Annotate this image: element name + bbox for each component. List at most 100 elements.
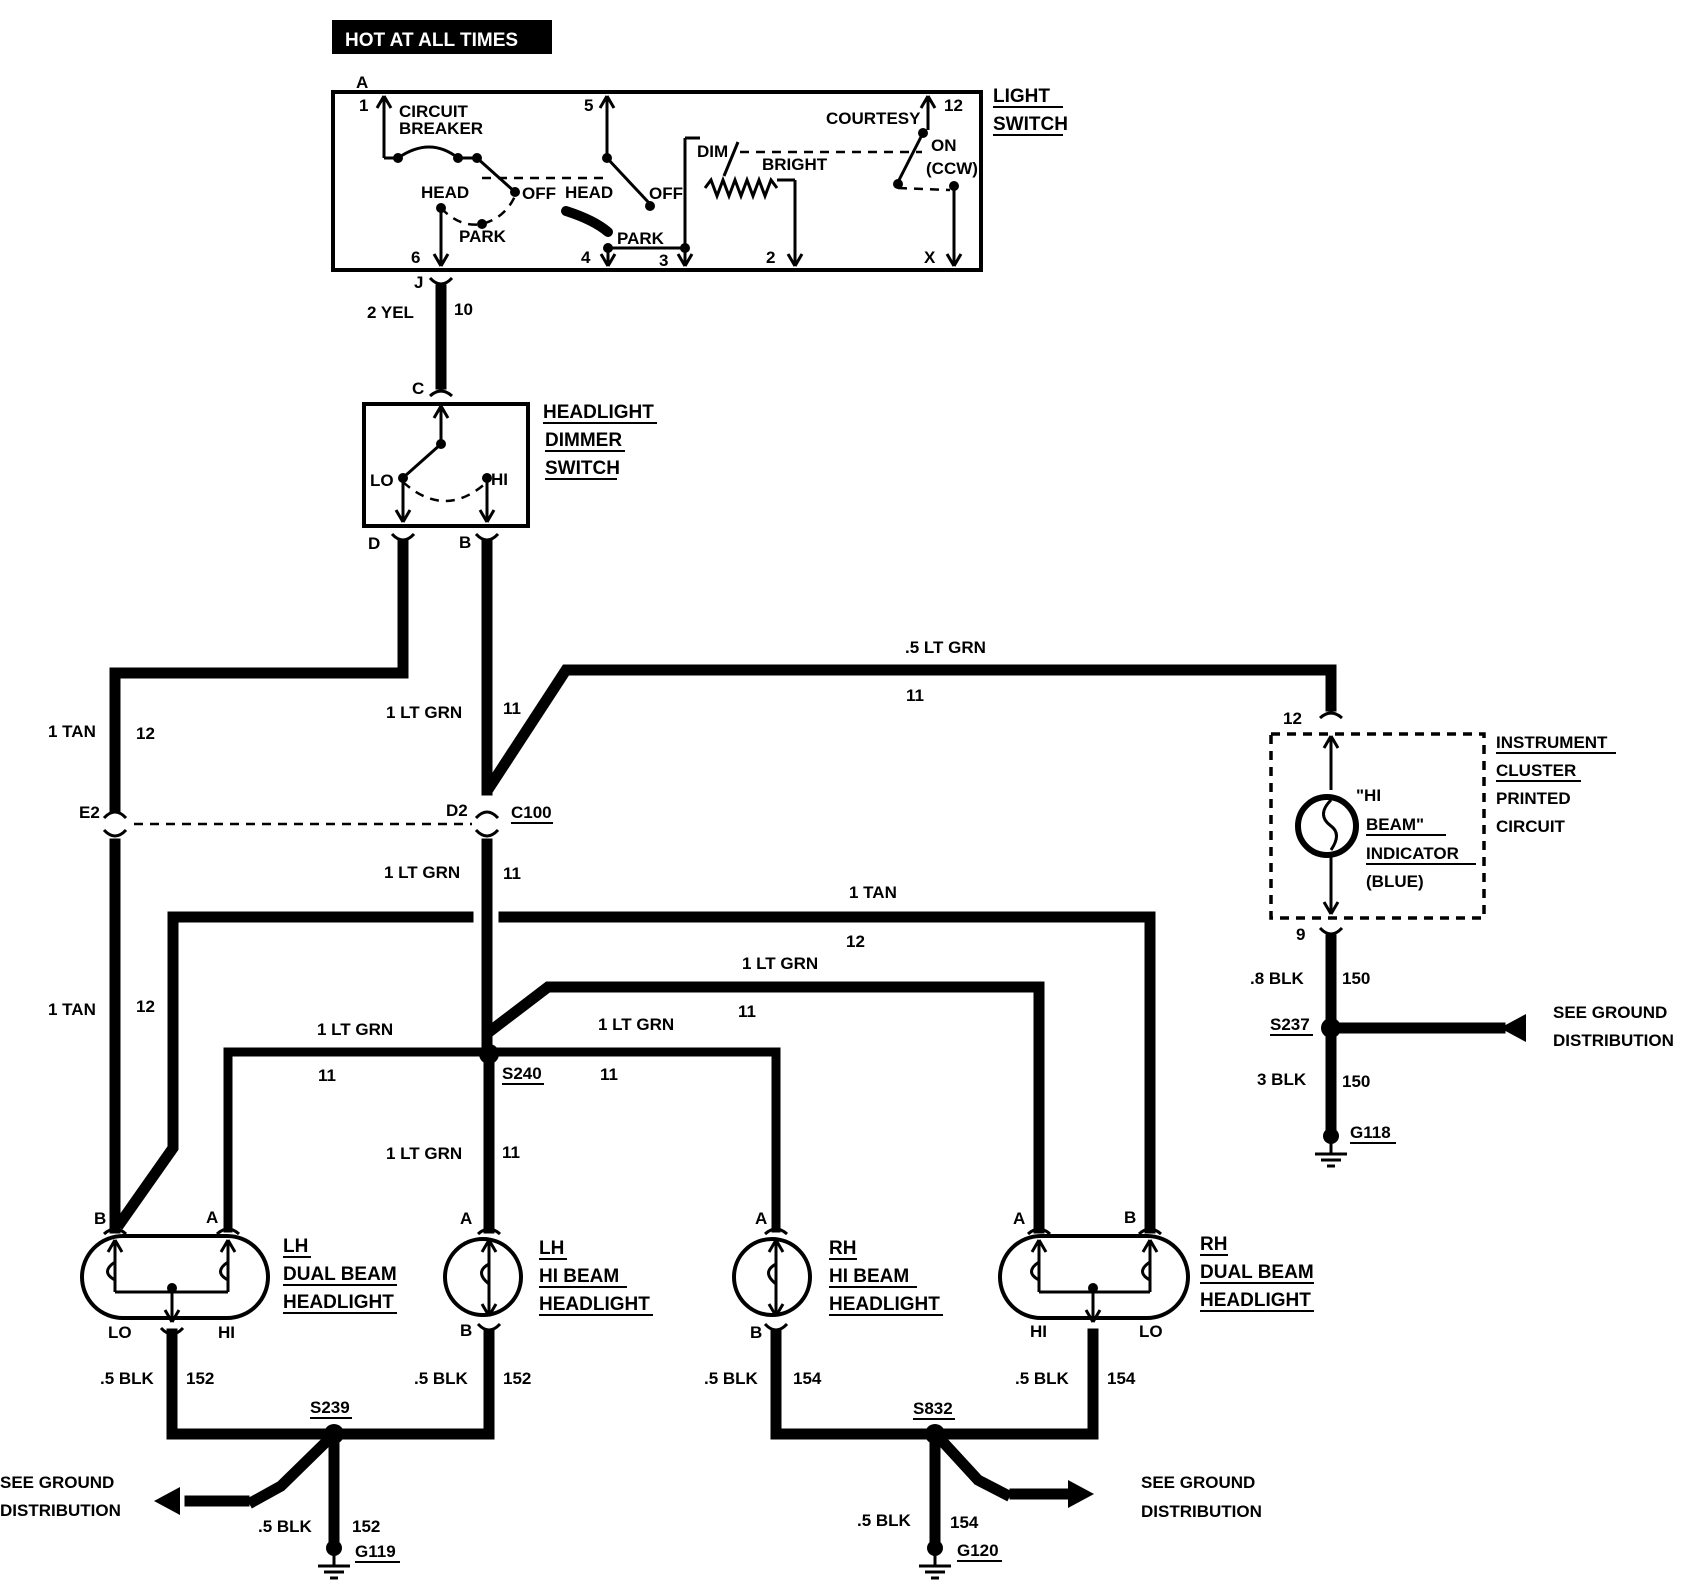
svg-text:152: 152 bbox=[186, 1369, 214, 1388]
svg-text:A: A bbox=[755, 1209, 767, 1228]
svg-text:S237: S237 bbox=[1270, 1015, 1310, 1034]
svg-text:G118: G118 bbox=[1350, 1123, 1391, 1142]
svg-text:LO: LO bbox=[1139, 1322, 1163, 1341]
svg-text:C: C bbox=[412, 379, 424, 398]
svg-text:152: 152 bbox=[352, 1517, 380, 1536]
svg-text:.5 BLK: .5 BLK bbox=[258, 1517, 313, 1536]
svg-text:10: 10 bbox=[454, 300, 473, 319]
svg-text:1 LT GRN: 1 LT GRN bbox=[386, 1144, 462, 1163]
wire-2-yel: J 2 YEL 10 bbox=[367, 273, 473, 398]
svg-text:A: A bbox=[206, 1208, 218, 1227]
svg-text:HEADLIGHT: HEADLIGHT bbox=[543, 402, 654, 423]
svg-text:PARK: PARK bbox=[459, 227, 507, 246]
svg-text:S832: S832 bbox=[913, 1399, 953, 1418]
svg-text:J: J bbox=[414, 273, 423, 292]
svg-text:DISTRIBUTION: DISTRIBUTION bbox=[1553, 1031, 1674, 1050]
svg-text:OFF: OFF bbox=[649, 184, 683, 203]
svg-text:1: 1 bbox=[359, 96, 368, 115]
svg-text:RH: RH bbox=[829, 1238, 856, 1259]
svg-text:X: X bbox=[924, 248, 936, 267]
svg-text:.5 BLK: .5 BLK bbox=[857, 1511, 912, 1530]
svg-text:"HI: "HI bbox=[1356, 786, 1381, 805]
svg-text:OFF: OFF bbox=[522, 184, 556, 203]
cluster-ground: .8 BLK 150 S237 SEE GROUND DISTRIBUTION … bbox=[1250, 934, 1674, 1168]
svg-text:(BLUE): (BLUE) bbox=[1366, 872, 1424, 891]
svg-text:152: 152 bbox=[503, 1369, 531, 1388]
light-switch: LIGHT SWITCH A 1 5 12 6 4 3 2 X CIRCUIT … bbox=[331, 73, 1068, 272]
lh-dual-beam-headlight: B A LO HI LH DUAL BEAM HEADLIGHT bbox=[80, 1208, 397, 1342]
svg-text:CIRCUIT: CIRCUIT bbox=[399, 102, 469, 121]
svg-text:(CCW): (CCW) bbox=[926, 159, 978, 178]
rh-dual-beam-headlight: A B HI LO RH DUAL BEAM HEADLIGHT bbox=[998, 1208, 1314, 1341]
svg-text:A: A bbox=[356, 73, 368, 92]
svg-text:11: 11 bbox=[600, 1065, 618, 1084]
svg-text:1 LT GRN: 1 LT GRN bbox=[598, 1015, 674, 1034]
svg-text:5: 5 bbox=[584, 96, 593, 115]
svg-text:S239: S239 bbox=[310, 1398, 350, 1417]
svg-text:1 LT GRN: 1 LT GRN bbox=[386, 703, 462, 722]
svg-text:A: A bbox=[1013, 1209, 1025, 1228]
svg-text:SWITCH: SWITCH bbox=[545, 458, 620, 479]
svg-text:1 TAN: 1 TAN bbox=[48, 722, 96, 741]
svg-text:HOT AT ALL TIMES: HOT AT ALL TIMES bbox=[345, 30, 518, 51]
svg-text:DIMMER: DIMMER bbox=[545, 430, 622, 451]
svg-text:HEADLIGHT: HEADLIGHT bbox=[829, 1294, 940, 1315]
c100-e2: E2 bbox=[79, 803, 100, 822]
svg-text:1 LT GRN: 1 LT GRN bbox=[317, 1020, 393, 1039]
svg-text:11: 11 bbox=[503, 864, 521, 883]
svg-text:.5 BLK: .5 BLK bbox=[100, 1369, 155, 1388]
svg-text:B: B bbox=[459, 533, 471, 552]
svg-text:11: 11 bbox=[503, 699, 521, 718]
svg-text:HEADLIGHT: HEADLIGHT bbox=[283, 1292, 394, 1313]
svg-text:BRIGHT: BRIGHT bbox=[762, 155, 828, 174]
c100-d2: D2 bbox=[446, 801, 468, 820]
svg-text:LH: LH bbox=[283, 1236, 308, 1257]
svg-text:SWITCH: SWITCH bbox=[993, 114, 1068, 135]
svg-text:DISTRIBUTION: DISTRIBUTION bbox=[1141, 1502, 1262, 1521]
svg-text:4: 4 bbox=[581, 248, 591, 267]
c100-label: C100 bbox=[511, 803, 552, 822]
svg-text:COURTESY: COURTESY bbox=[826, 109, 921, 128]
svg-text:3: 3 bbox=[659, 251, 668, 270]
svg-text:HI: HI bbox=[1030, 1322, 1047, 1341]
svg-text:9: 9 bbox=[1296, 925, 1305, 944]
svg-text:BREAKER: BREAKER bbox=[399, 119, 483, 138]
svg-text:1 TAN: 1 TAN bbox=[849, 883, 897, 902]
svg-text:2 YEL: 2 YEL bbox=[367, 303, 414, 322]
svg-text:2: 2 bbox=[766, 248, 775, 267]
svg-text:HI: HI bbox=[218, 1323, 235, 1342]
svg-text:INDICATOR: INDICATOR bbox=[1366, 844, 1459, 863]
svg-text:HI BEAM: HI BEAM bbox=[539, 1266, 619, 1287]
svg-text:PRINTED: PRINTED bbox=[1496, 789, 1571, 808]
hot-at-all-times-banner: HOT AT ALL TIMES bbox=[332, 20, 552, 54]
svg-text:D: D bbox=[368, 534, 380, 553]
svg-text:154: 154 bbox=[793, 1369, 822, 1388]
svg-text:BEAM": BEAM" bbox=[1366, 815, 1424, 834]
svg-text:B: B bbox=[1124, 1208, 1136, 1227]
svg-text:154: 154 bbox=[950, 1513, 979, 1532]
svg-text:LO: LO bbox=[108, 1323, 132, 1342]
svg-text:.5 BLK: .5 BLK bbox=[1015, 1369, 1070, 1388]
svg-text:12: 12 bbox=[944, 96, 963, 115]
headlight-dimmer-switch: C HEADLIGHT DIMMER SWITCH LO HI D B bbox=[362, 379, 657, 553]
svg-text:PARK: PARK bbox=[617, 229, 665, 248]
svg-text:6: 6 bbox=[411, 248, 420, 267]
svg-text:CLUSTER: CLUSTER bbox=[1496, 761, 1576, 780]
svg-text:B: B bbox=[750, 1323, 762, 1342]
svg-text:G119: G119 bbox=[355, 1542, 396, 1561]
svg-text:HI BEAM: HI BEAM bbox=[829, 1266, 909, 1287]
svg-text:.5 BLK: .5 BLK bbox=[414, 1369, 469, 1388]
svg-text:12: 12 bbox=[136, 724, 155, 743]
svg-text:HEAD: HEAD bbox=[565, 183, 613, 202]
svg-text:12: 12 bbox=[136, 997, 155, 1016]
svg-text:11: 11 bbox=[318, 1066, 336, 1085]
svg-text:SEE GROUND: SEE GROUND bbox=[1141, 1473, 1255, 1492]
s240-label: S240 bbox=[502, 1064, 542, 1083]
svg-text:CIRCUIT: CIRCUIT bbox=[1496, 817, 1566, 836]
svg-text:12: 12 bbox=[1283, 709, 1302, 728]
svg-text:SEE GROUND: SEE GROUND bbox=[1553, 1003, 1667, 1022]
svg-text:RH: RH bbox=[1200, 1234, 1227, 1255]
svg-text:12: 12 bbox=[846, 932, 865, 951]
svg-text:ON: ON bbox=[931, 136, 957, 155]
